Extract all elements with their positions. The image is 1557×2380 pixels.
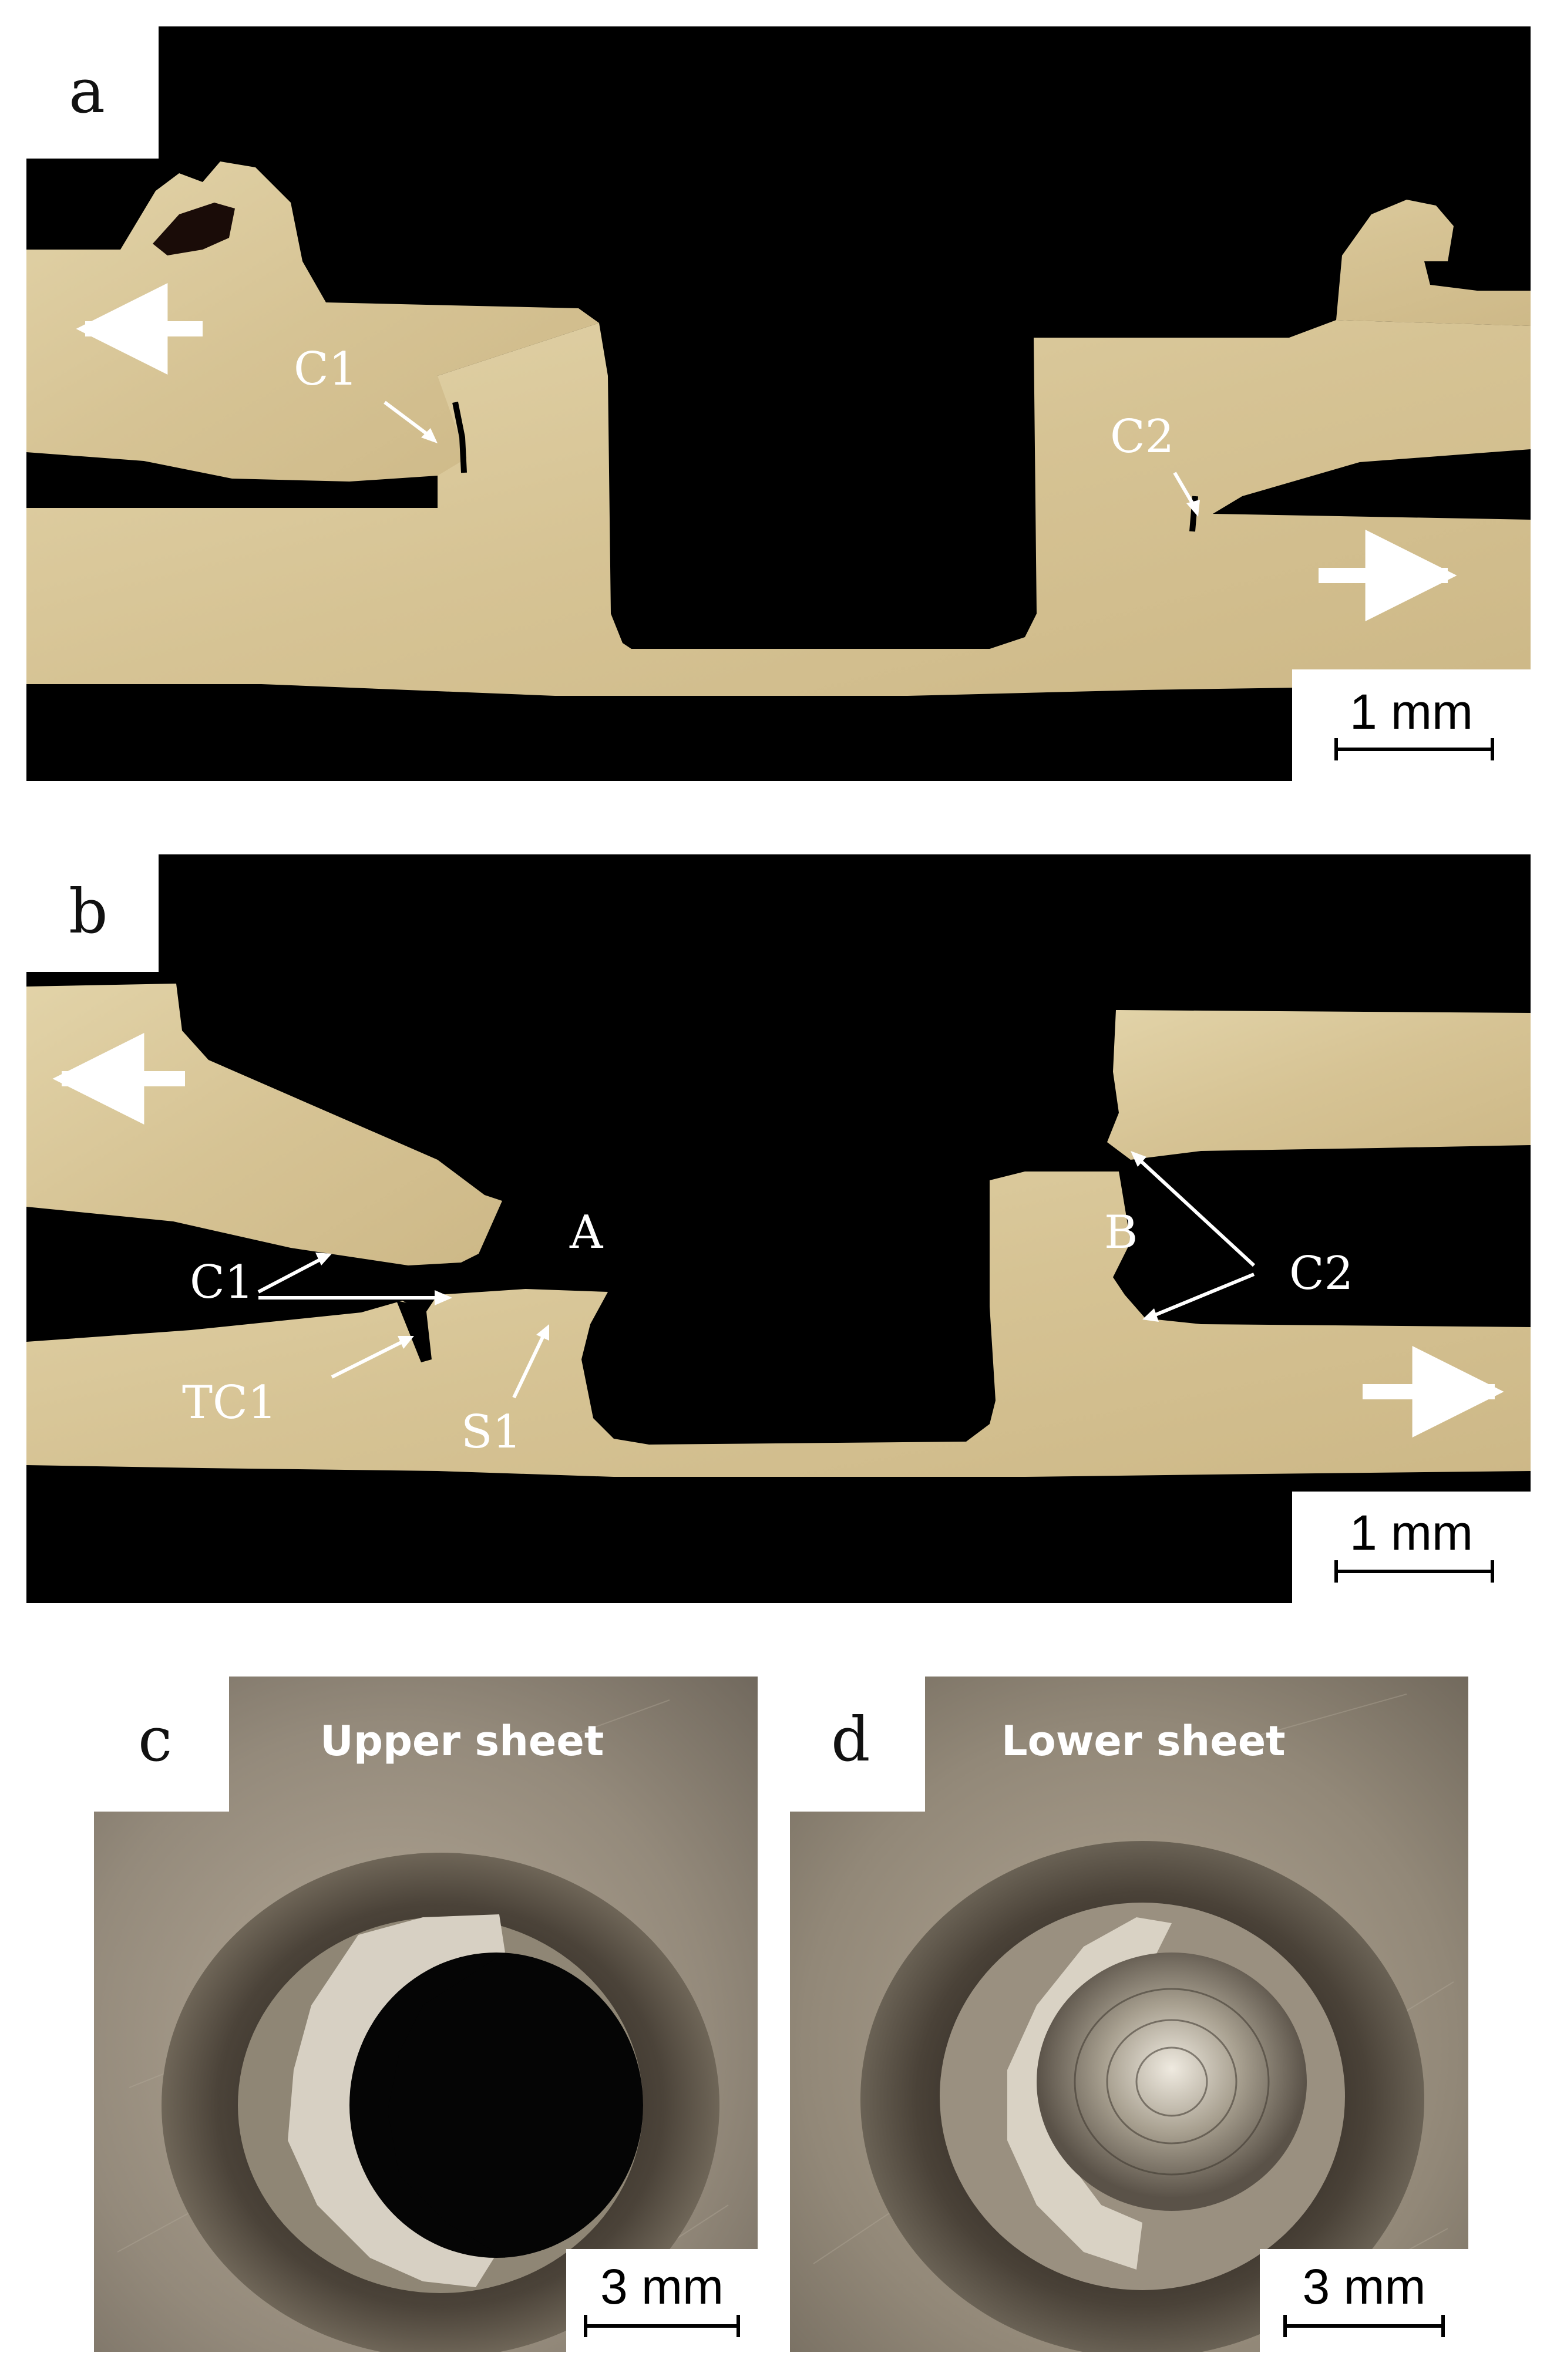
scale-label-a: 1 mm	[1350, 684, 1473, 739]
panel-c-title: Upper sheet	[320, 1717, 604, 1765]
fractured-rim-c	[288, 1914, 505, 2287]
lower-sheet	[26, 1172, 1531, 1477]
panel-a-letter-box: a	[26, 26, 159, 159]
scale-bar-a: 1 mm	[1292, 669, 1531, 781]
label-a: A	[570, 1206, 603, 1259]
panel-d: d Lower sheet 3 mm	[790, 1677, 1468, 2352]
scale-bar-d: 3 mm	[1260, 2249, 1468, 2352]
tc1-pointer	[331, 1340, 403, 1379]
panel-b-letter: b	[69, 876, 108, 947]
crack-tc1	[396, 1301, 432, 1362]
label-c1: C1	[190, 1256, 254, 1309]
scale-label-c: 3 mm	[600, 2259, 724, 2314]
scale-label-b: 1 mm	[1350, 1505, 1473, 1560]
panel-b: b A B C1 C2 TC1 S1 1 mm	[26, 854, 1531, 1603]
c2-pointer-upper	[1138, 1158, 1256, 1267]
crack-c1	[452, 402, 467, 473]
label-c2: C2	[1110, 410, 1175, 463]
panel-a-micrograph	[26, 161, 1531, 696]
scale-label-d: 3 mm	[1302, 2259, 1426, 2314]
lower-sheet	[26, 320, 1531, 696]
upper-sheet-right	[1034, 200, 1531, 338]
hook-cavity-left	[153, 203, 235, 255]
label-c1: C1	[294, 343, 358, 396]
c1-pointer-upper	[257, 1258, 321, 1294]
panel-d-letter: d	[831, 1704, 870, 1775]
scale-bar-b: 1 mm	[1292, 1492, 1531, 1603]
panel-d-letter-box: d	[790, 1677, 925, 1812]
label-b: B	[1104, 1206, 1138, 1259]
rivet-stem-d	[1037, 1953, 1307, 2211]
label-s1: S1	[461, 1406, 522, 1459]
panel-b-micrograph	[26, 984, 1531, 1477]
panel-a: a C1 C2 1 mm	[26, 26, 1531, 781]
panel-c: c Upper sheet 3 mm	[94, 1677, 758, 2352]
label-c2: C2	[1289, 1247, 1354, 1300]
scale-bar-c: 3 mm	[566, 2249, 758, 2352]
fractured-rim-d	[1007, 1917, 1172, 2270]
panel-b-letter-box: b	[26, 854, 159, 972]
upper-sheet-left	[26, 984, 502, 1265]
panel-d-title: Lower sheet	[1001, 1717, 1286, 1765]
c1-pointer	[384, 400, 433, 439]
label-tc1: TC1	[182, 1376, 277, 1429]
panel-c-letter: c	[138, 1704, 173, 1775]
s1-pointer	[512, 1335, 545, 1399]
panel-d-photo	[790, 1677, 1468, 2352]
c2-pointer-lower	[1153, 1273, 1255, 1317]
upper-sheet-right	[1107, 1010, 1531, 1160]
panel-a-letter: a	[69, 55, 106, 127]
panel-c-letter-box: c	[94, 1677, 229, 1812]
